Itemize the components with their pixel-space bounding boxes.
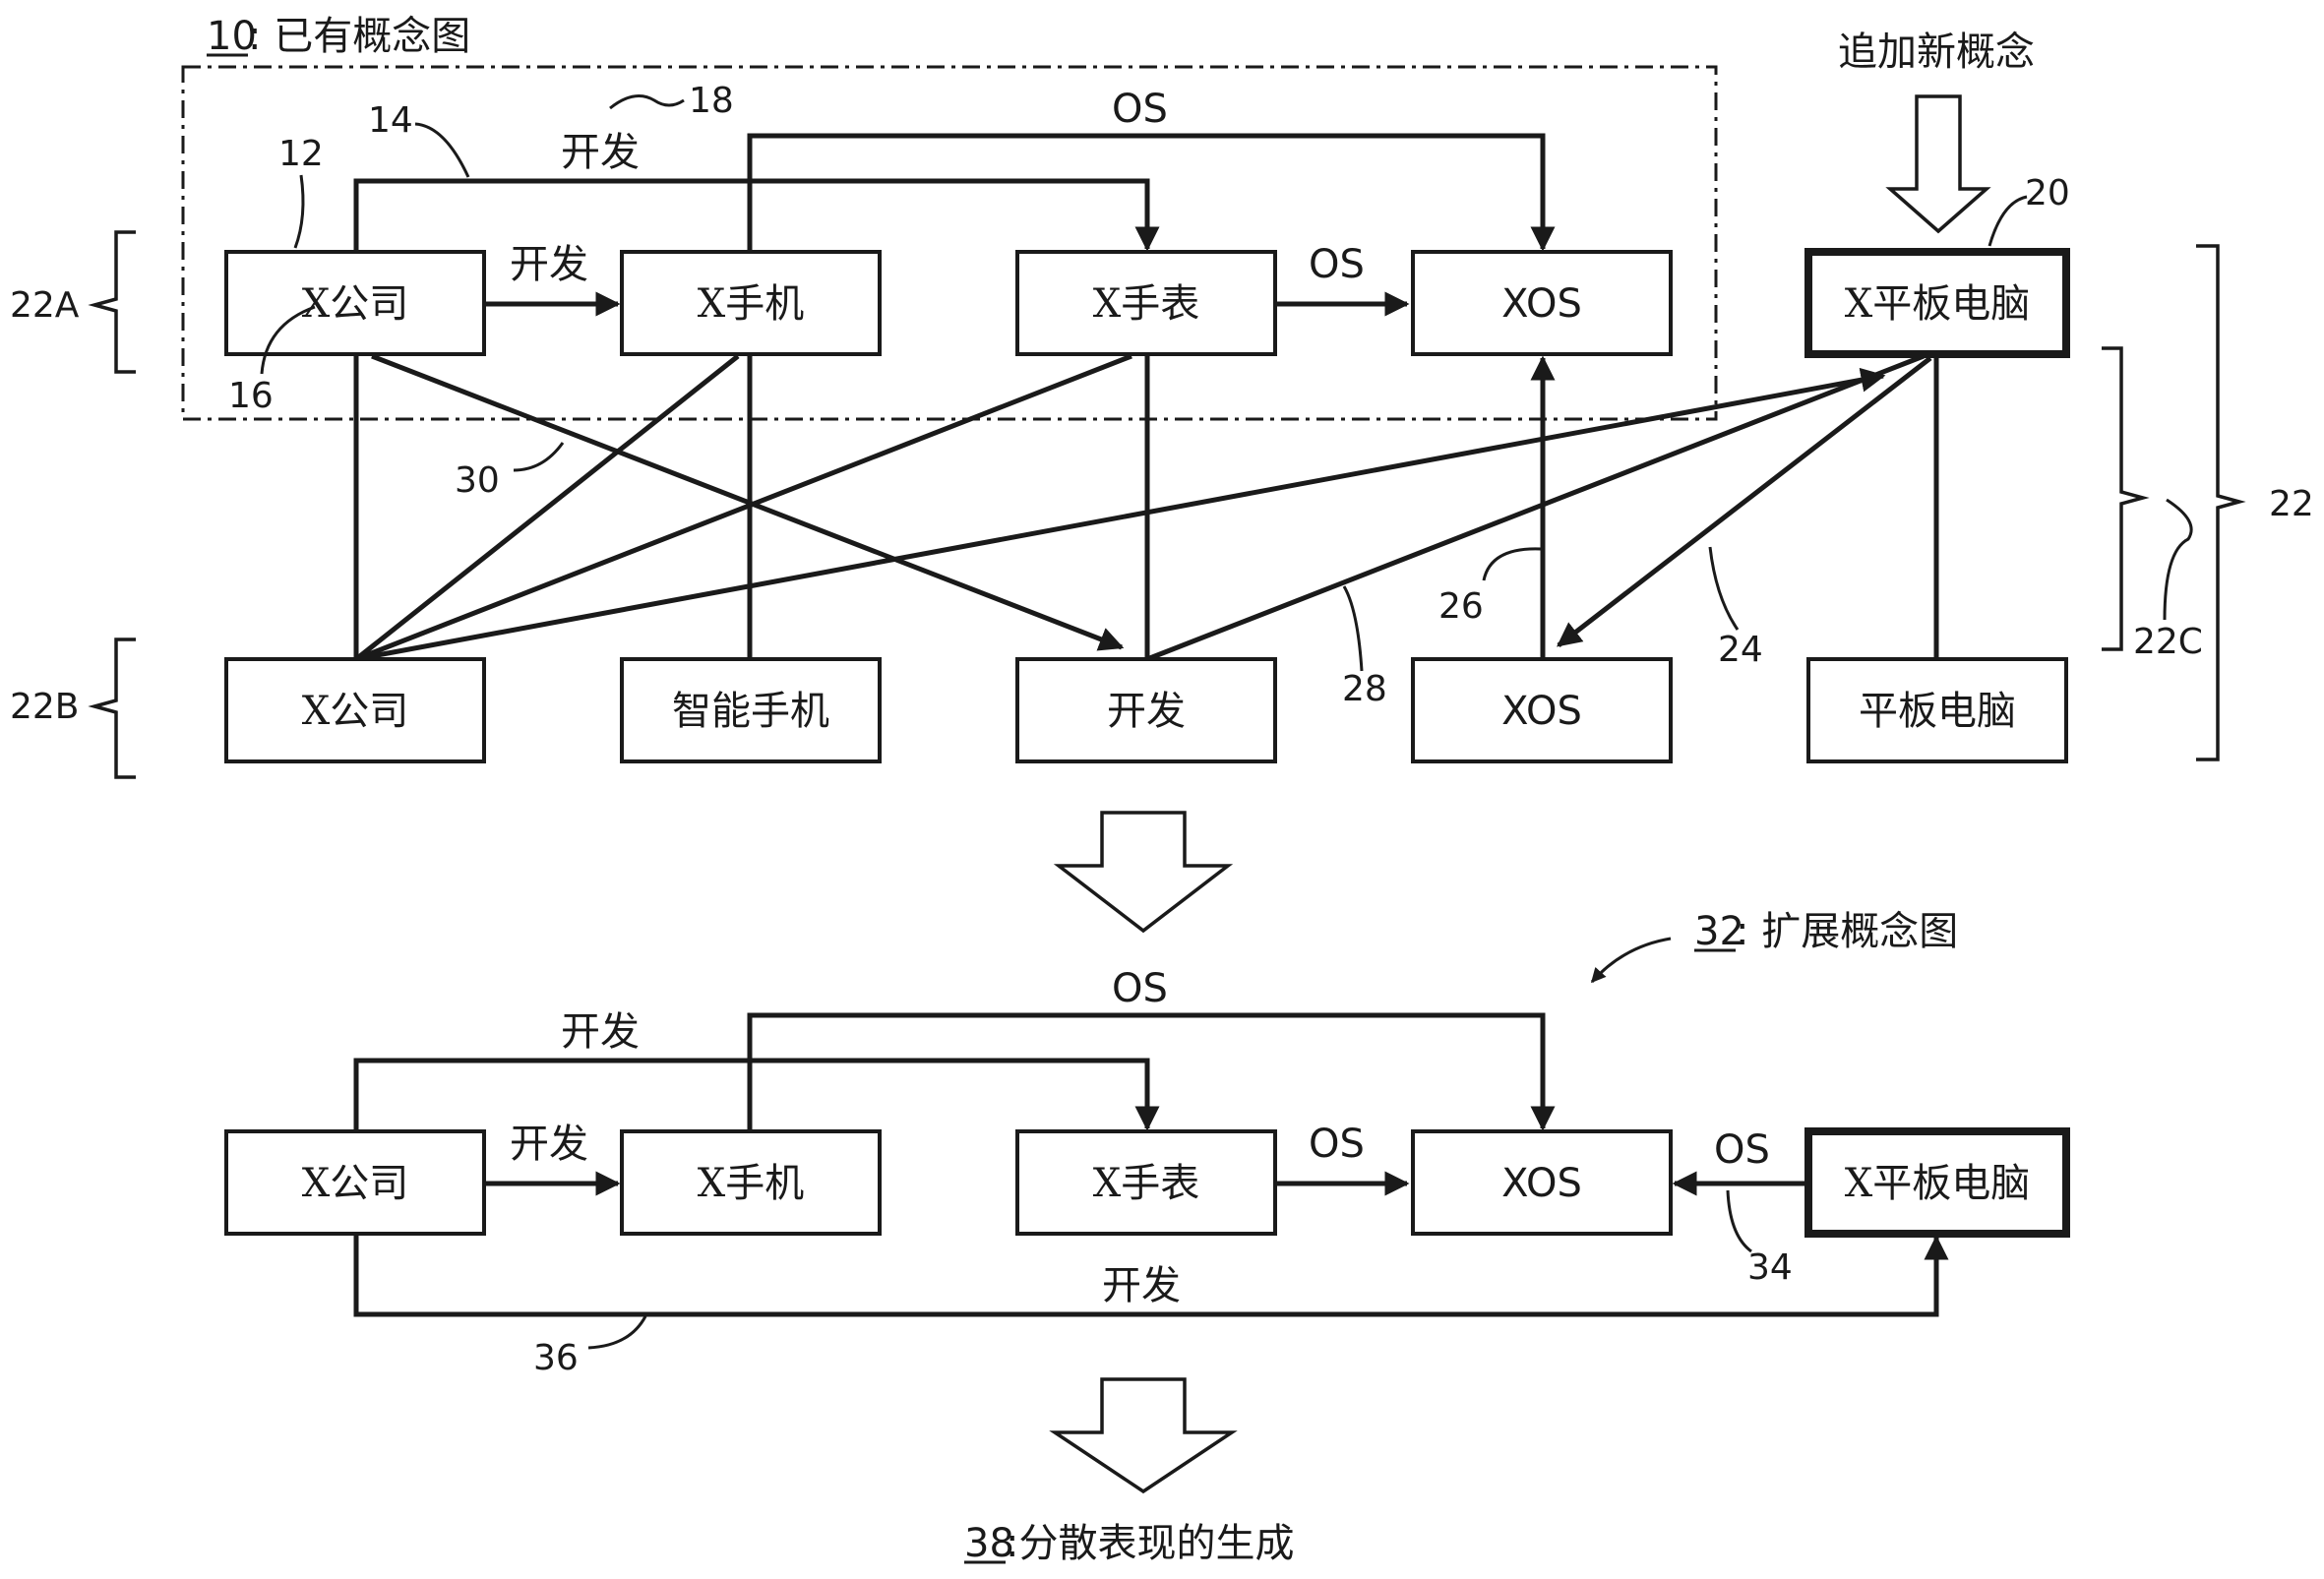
- node-x-tablet-new: X平板电脑: [1804, 248, 2070, 358]
- brace-22b: [88, 638, 136, 779]
- node2-xos: XOS: [1411, 1129, 1673, 1236]
- add-new-concept-caption: 追加新概念: [1838, 30, 2035, 75]
- edge-company-a-to-develop-b: [371, 353, 1125, 651]
- leader-34: [1726, 1189, 1752, 1253]
- add-concept-down-arrow: [1885, 94, 1991, 234]
- ref-16: 16: [228, 376, 274, 416]
- existing-graph-number: 10: [207, 14, 257, 59]
- brace-22c: [2102, 346, 2150, 651]
- edge2-label-develop-top: 开发: [561, 1009, 640, 1055]
- ref-22a: 22A: [10, 285, 80, 326]
- svg-text:X手表: X手表: [1093, 281, 1199, 327]
- ref-22c: 22C: [2133, 622, 2203, 662]
- edge-label-os-top: OS: [1112, 87, 1168, 132]
- node-xos: XOS: [1411, 250, 1673, 356]
- edge-phone-to-xos-os: [747, 133, 1556, 252]
- ref-22: 22: [2269, 484, 2314, 524]
- ref-34: 34: [1747, 1247, 1793, 1288]
- leader-26: [1482, 547, 1542, 581]
- leader-14: [414, 122, 470, 178]
- extended-graph-number: 32: [1694, 909, 1744, 954]
- edge2-label-develop-company-phone: 开发: [510, 1122, 588, 1167]
- edge2-label-develop-company-tablet: 开发: [1102, 1263, 1181, 1308]
- node2-x-watch: X手表: [1015, 1129, 1277, 1236]
- leader-20: [1988, 195, 2028, 247]
- svg-text:XOS: XOS: [1501, 1161, 1582, 1206]
- edge2-label-os-tablet-xos: OS: [1714, 1127, 1770, 1173]
- edge2-label-os-top: OS: [1112, 966, 1168, 1011]
- edge-label-develop-top: 开发: [561, 130, 640, 175]
- ref-36: 36: [533, 1338, 579, 1378]
- node-develop: 开发: [1015, 657, 1277, 763]
- svg-text:X公司: X公司: [302, 1161, 408, 1206]
- svg-text:X手机: X手机: [698, 281, 804, 327]
- node-x-phone: X手机: [620, 250, 882, 356]
- brace-22a: [88, 230, 136, 374]
- node-x-company: X公司: [224, 250, 486, 356]
- brace-22: [2196, 244, 2246, 761]
- distributed-caption: :分散表现的生成: [1006, 1521, 1294, 1566]
- ref-28: 28: [1342, 669, 1387, 709]
- edge2-phone-to-xos-os: [747, 1012, 1556, 1131]
- edge-watch-a-to-company-b: [355, 353, 1132, 662]
- node-x-company-b: X公司: [224, 657, 486, 763]
- node-x-watch: X手表: [1015, 250, 1277, 356]
- edge-company-b-to-tablet-a: [355, 367, 1886, 662]
- ref-30: 30: [455, 460, 500, 501]
- edge-label-develop-company-phone: 开发: [510, 242, 588, 287]
- svg-text:智能手机: 智能手机: [672, 689, 829, 734]
- edge-tablet-a-to-xos-b: [1557, 356, 1932, 647]
- existing-graph-boundary: [181, 65, 1718, 421]
- node-tablet: 平板电脑: [1806, 657, 2068, 763]
- svg-text:X平板电脑: X平板电脑: [1845, 1161, 2030, 1206]
- svg-text:XOS: XOS: [1501, 281, 1582, 327]
- transform-down-arrow: [1053, 811, 1234, 934]
- leader-24: [1708, 546, 1740, 631]
- leader-30: [513, 442, 565, 472]
- edge2-company-to-tablet-develop: [353, 1234, 1949, 1317]
- extended-graph-pointer: [1590, 937, 1672, 984]
- node-xos-b: XOS: [1411, 657, 1673, 763]
- ref-24: 24: [1718, 630, 1763, 670]
- ref-18: 18: [689, 81, 734, 121]
- extended-graph-caption: : 扩展概念图: [1736, 909, 1958, 954]
- node2-x-tablet: X平板电脑: [1804, 1127, 2070, 1238]
- ref-14: 14: [368, 100, 413, 141]
- svg-text:XOS: XOS: [1501, 689, 1582, 734]
- svg-text:X手机: X手机: [698, 1161, 804, 1206]
- ref-22b: 22B: [10, 687, 80, 727]
- svg-text:开发: 开发: [1107, 689, 1186, 734]
- leader-22c: [2163, 498, 2193, 621]
- svg-text:X公司: X公司: [302, 281, 408, 327]
- ref-12: 12: [278, 134, 324, 174]
- edge-label-os-watch-xos: OS: [1309, 242, 1365, 287]
- distributed-number: 38: [964, 1521, 1014, 1566]
- edge2-label-os-watch-xos: OS: [1309, 1122, 1365, 1167]
- node2-x-phone: X手机: [620, 1129, 882, 1236]
- leader-36: [587, 1315, 647, 1350]
- ref-20: 20: [2025, 173, 2070, 213]
- svg-text:X公司: X公司: [302, 689, 408, 734]
- svg-text:X平板电脑: X平板电脑: [1845, 281, 2030, 327]
- svg-text:平板电脑: 平板电脑: [1859, 689, 2016, 734]
- svg-text:X手表: X手表: [1093, 1161, 1199, 1206]
- leader-18: [609, 94, 685, 110]
- ref-26: 26: [1438, 586, 1484, 627]
- generate-down-arrow: [1049, 1377, 1238, 1494]
- node2-x-company: X公司: [224, 1129, 486, 1236]
- edge-phone-a-to-company-b: [354, 354, 740, 661]
- edge-develop-b-to-tablet-a: [1146, 353, 1925, 662]
- leader-16: [260, 305, 316, 375]
- existing-graph-caption: : 已有概念图: [248, 14, 470, 59]
- leader-12: [293, 174, 305, 249]
- node-smartphone: 智能手机: [620, 657, 882, 763]
- leader-28: [1342, 585, 1364, 672]
